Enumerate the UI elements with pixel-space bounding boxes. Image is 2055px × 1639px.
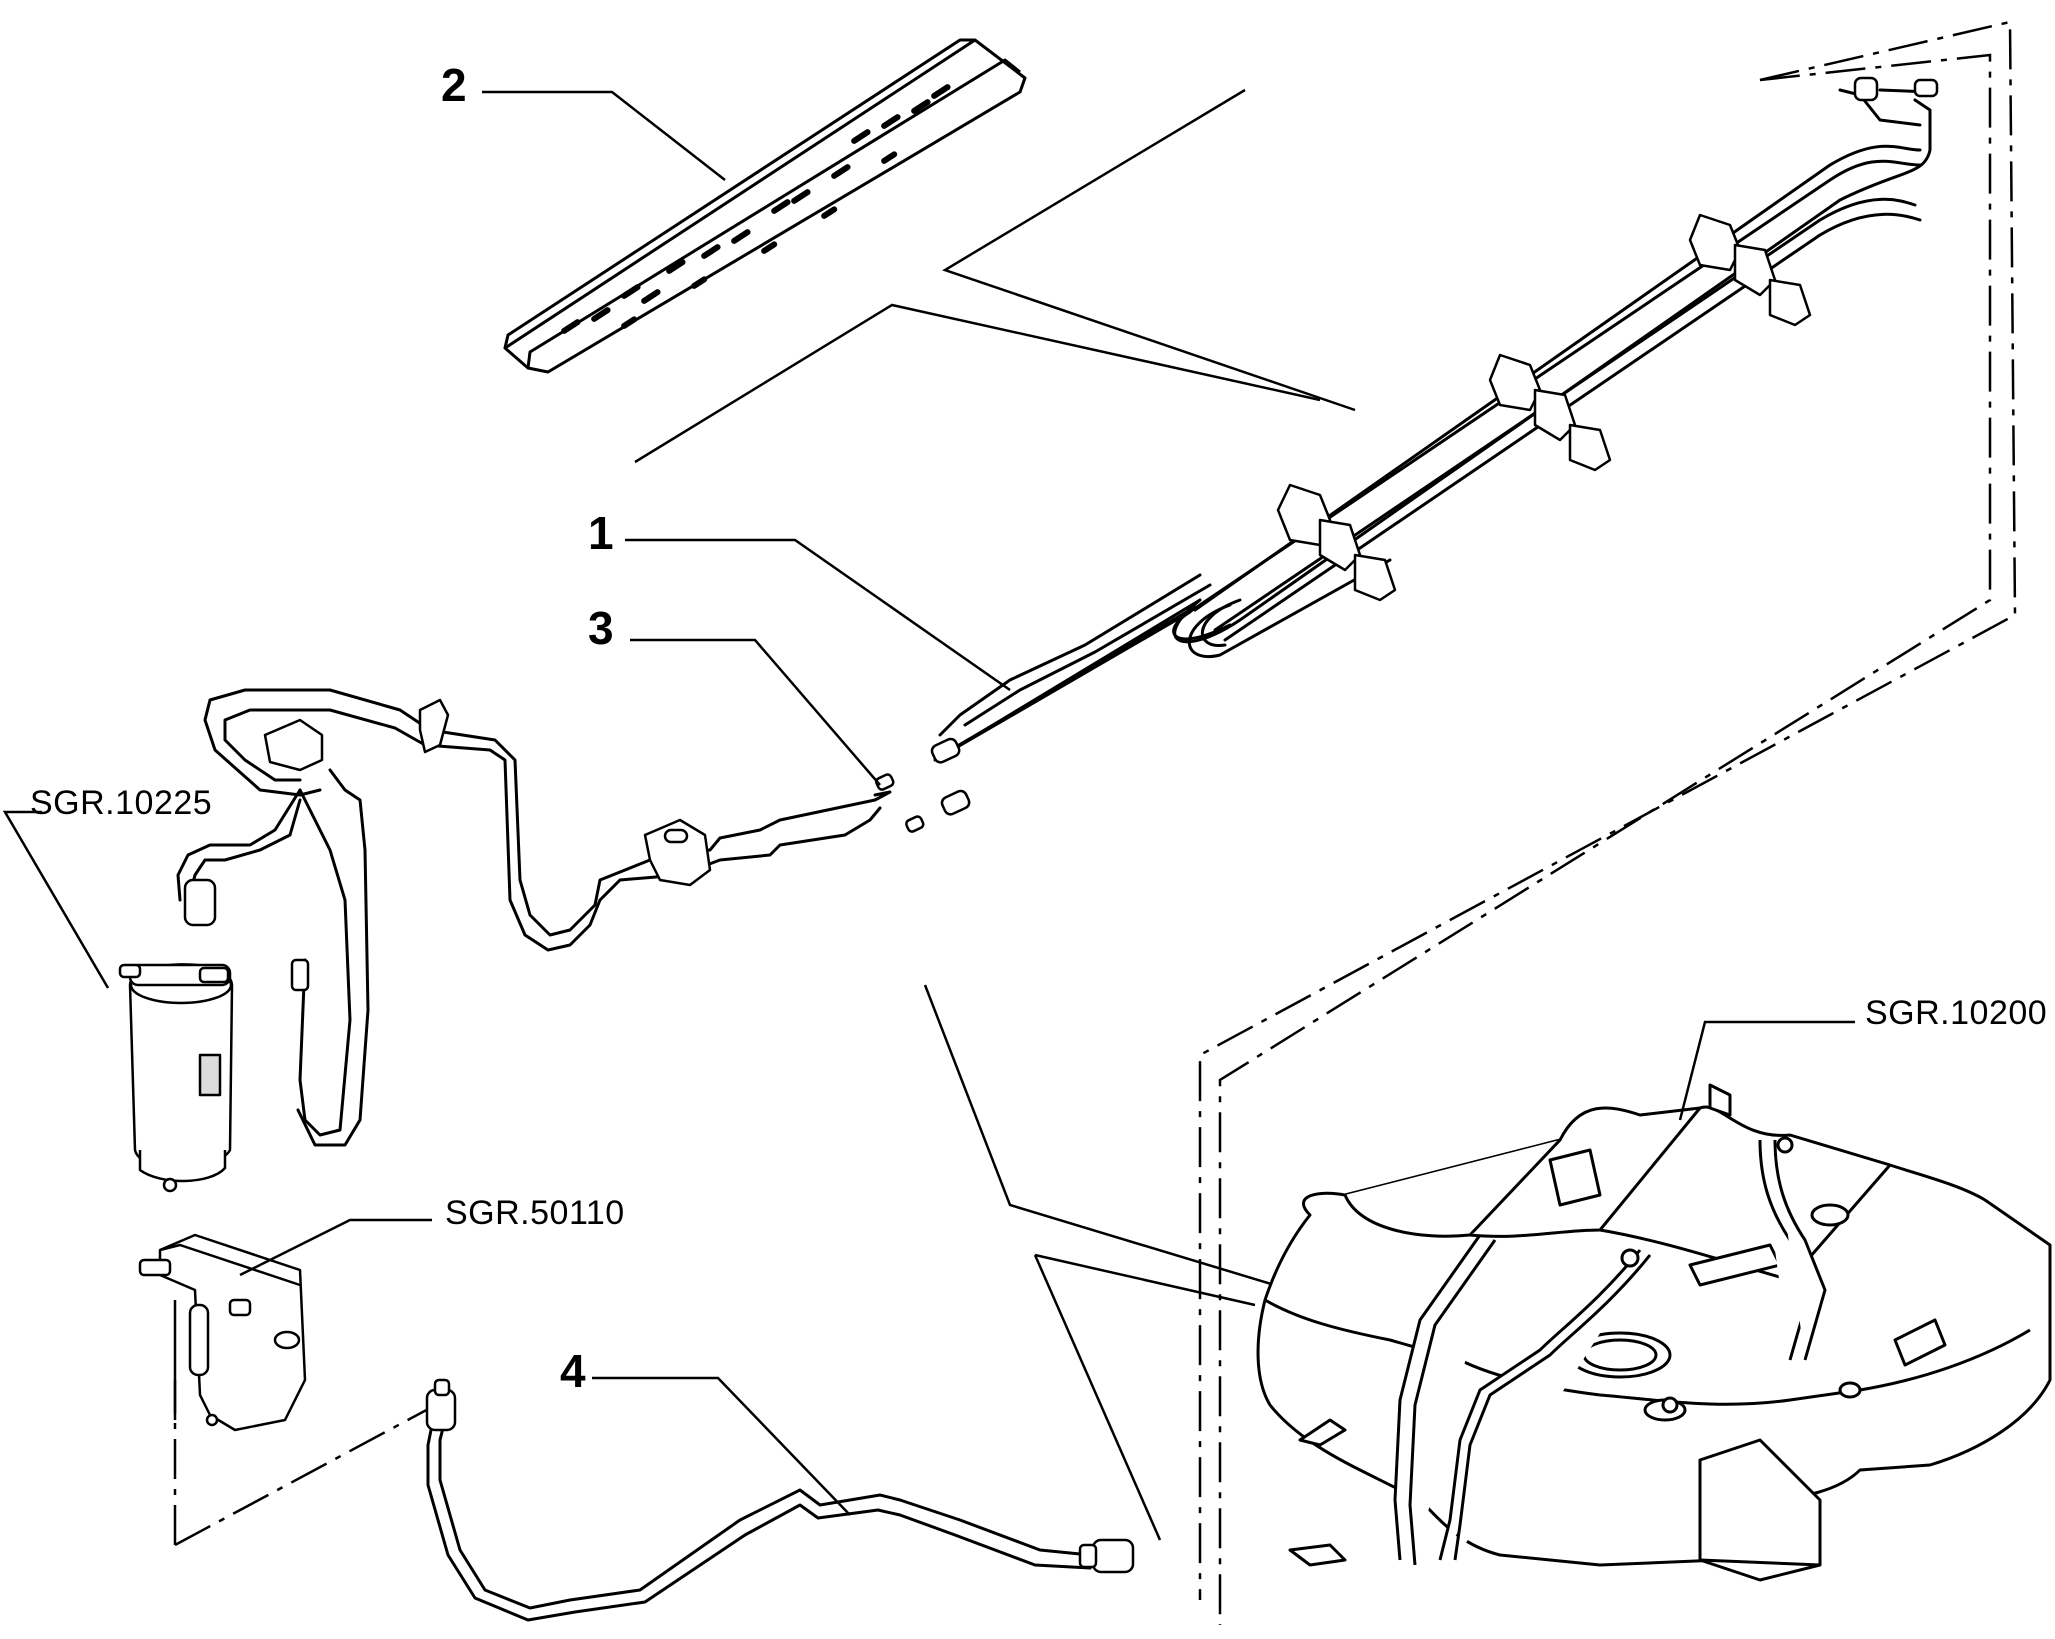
pipe-clip	[1276, 483, 1397, 602]
leader-part-1	[625, 538, 1011, 692]
callout-ref-filter: SGR.10225	[30, 784, 213, 822]
assembly-guide-lines	[634, 88, 1356, 464]
pipe-clip	[1488, 353, 1612, 472]
vent-tube	[426, 1418, 1092, 1622]
callout-ref-tank: SGR.10200	[1865, 994, 2048, 1032]
guard-slots	[561, 84, 951, 334]
vent-tube-fittings	[425, 1378, 1135, 1574]
leader-part-2	[482, 90, 726, 181]
leader-part-3	[630, 638, 881, 786]
evap-canister	[138, 1233, 307, 1432]
callout-part-1: 1	[588, 507, 614, 559]
fuel-pipe-assembly	[176, 88, 1932, 1147]
leader-part-4	[592, 1376, 851, 1516]
heat-shield-guard	[503, 38, 1027, 374]
callout-part-3: 3	[588, 602, 614, 654]
callout-part-4: 4	[560, 1345, 586, 1397]
pipe-clip	[418, 698, 450, 754]
pipe-fittings	[183, 76, 1939, 992]
pipe-clip	[263, 718, 324, 772]
pipe-clips	[263, 213, 1812, 887]
fuel-filter	[118, 963, 234, 1193]
leader-ref-tank	[1678, 1020, 1855, 1121]
pipe-clip	[1688, 213, 1812, 327]
leader-ref-canister	[239, 1218, 432, 1277]
leader-ref-filter	[2, 810, 110, 989]
fuel-tank	[1256, 1083, 2052, 1582]
callout-part-2: 2	[441, 59, 467, 111]
pipe-clip	[643, 818, 712, 887]
callout-ref-canister: SGR.50110	[445, 1194, 625, 1232]
